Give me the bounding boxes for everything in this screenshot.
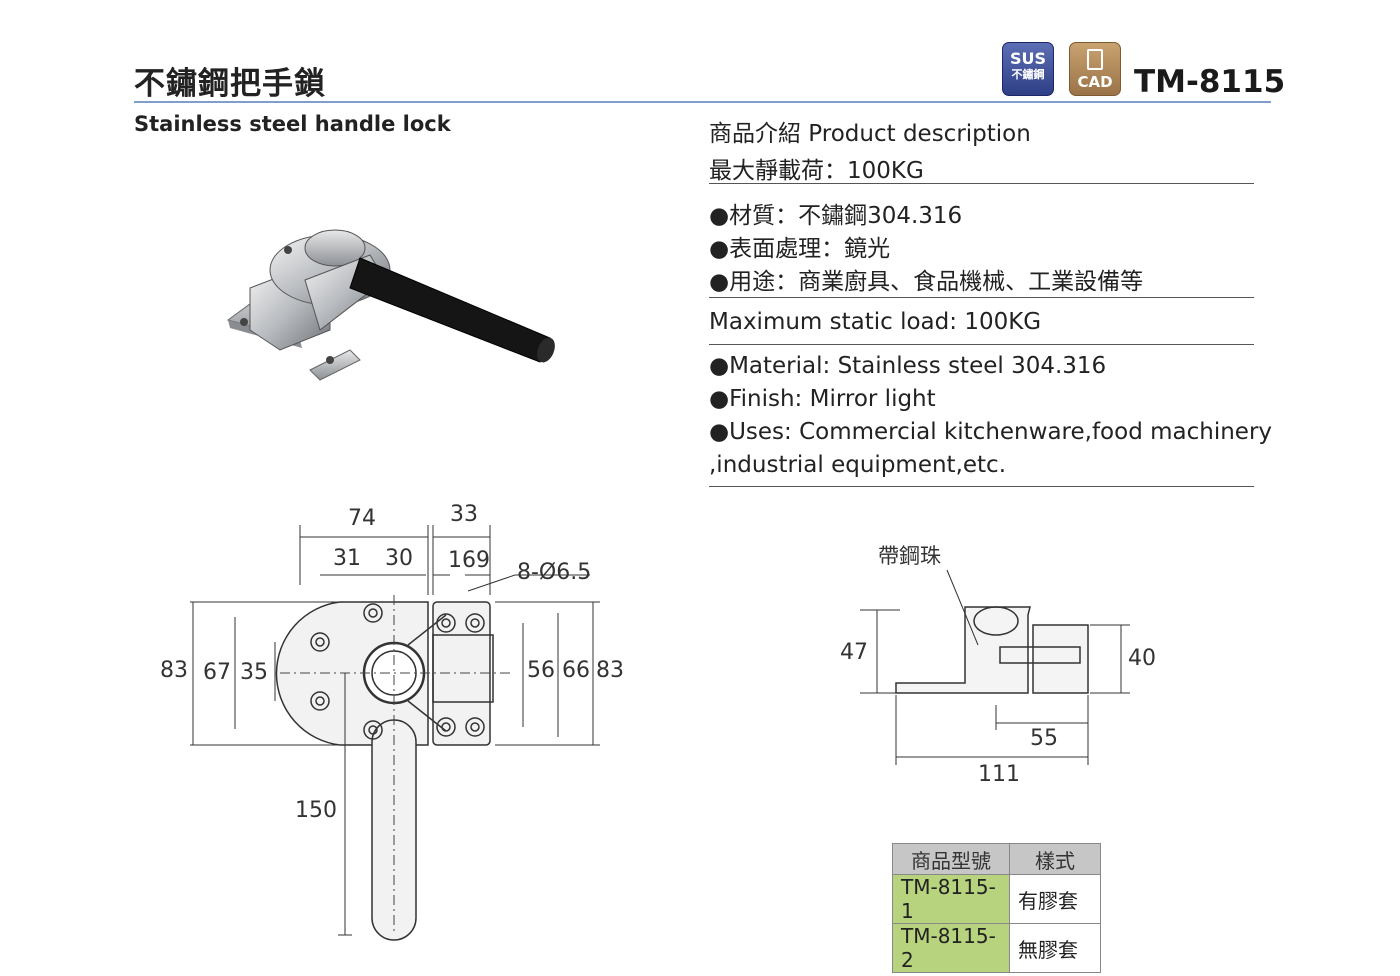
cad-badge-label: CAD [1077,73,1113,91]
description-heading: 商品介紹 Product description [709,121,1031,147]
bullet-uses-en: ●Uses: Commercial kitchenware,food machi… [709,419,1273,445]
product-photo [226,229,555,381]
sus-badge-sublabel: 不鏽鋼 [1011,68,1045,81]
max-load-zh: 最大靜載荷：100KG [709,158,924,184]
dimension-labels: 74 33 31 30 16 9 8-Ø6.5 83 67 35 56 66 8… [160,502,624,823]
table-header-row: 商品型號 樣式 [892,843,1101,875]
bullet-material-en: ●Material: Stainless steel 304.316 [709,353,1107,379]
dim-33: 33 [450,502,478,527]
table-row: TM-8115-1 有膠套 [892,874,1101,924]
max-load-en: Maximum static load: 100KG [709,309,1042,335]
style-cell: 無膠套 [1009,923,1101,973]
divider [709,344,1254,345]
bullet-finish-zh: ●表面處理：鏡光 [709,236,891,262]
model-spec-table: 商品型號 樣式 TM-8115-1 有膠套 TM-8115-2 無膠套 [892,843,1101,973]
divider [709,486,1254,487]
sus-badge-icon: SUS 不鏽鋼 [1002,42,1054,96]
header-divider [134,101,1271,103]
model-number: TM-8115 [1134,64,1286,100]
model-cell: TM-8115-2 [892,923,1010,973]
steel-ball-note: 帶鋼珠 [878,544,941,568]
bullet-material-zh: ●材質：不鏽鋼304.316 [709,203,963,229]
bullet-uses-zh: ●用途：商業廚具、食品機械、工業設備等 [709,269,1144,295]
document-icon [1087,49,1103,70]
model-cell: TM-8115-1 [892,874,1010,924]
bullet-uses-en-cont: ,industrial equipment,etc. [709,452,1007,478]
dim-holes: 8-Ø6.5 [517,560,591,585]
front-view-drawing: 74 33 31 30 16 9 8-Ø6.5 83 67 35 56 66 8… [160,502,624,941]
dim-83-left: 83 [160,658,188,683]
page-title: 不鏽鋼把手鎖 [134,66,326,102]
page-subtitle: Stainless steel handle lock [134,112,451,136]
column-header-style: 樣式 [1009,843,1101,875]
dim-9: 9 [476,548,490,573]
cad-download-icon[interactable]: CAD [1069,42,1121,96]
style-cell: 有膠套 [1009,874,1101,924]
dim-111: 111 [978,762,1020,787]
dim-30: 30 [385,546,413,571]
dim-31: 31 [333,546,361,571]
table-row: TM-8115-2 無膠套 [892,923,1101,973]
dim-16: 16 [448,548,476,573]
side-view-drawing: 帶鋼珠 47 40 55 111 [840,544,1156,787]
sus-badge-label: SUS [1009,49,1047,68]
dim-67: 67 [203,660,231,685]
divider [709,183,1254,184]
dim-55: 55 [1030,726,1058,751]
bullet-finish-en: ●Finish: Mirror light [709,386,936,412]
dim-150: 150 [295,798,337,823]
dim-35: 35 [240,660,268,685]
dim-56: 56 [527,658,555,683]
dim-47: 47 [840,640,868,665]
divider [709,297,1254,298]
column-header-model: 商品型號 [892,843,1010,875]
dim-40: 40 [1128,646,1156,671]
dim-83-right: 83 [596,658,624,683]
dim-74: 74 [348,506,376,531]
dim-66: 66 [562,658,590,683]
